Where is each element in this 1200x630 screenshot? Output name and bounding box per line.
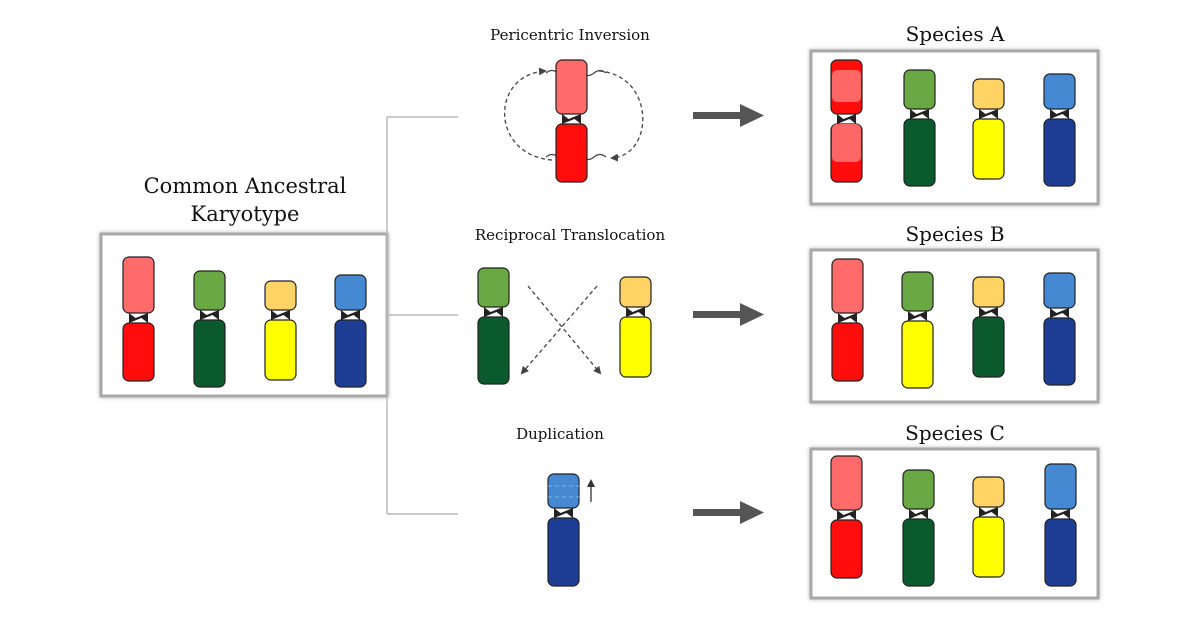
duplication-chromosome (547, 473, 580, 587)
inversion-chromosome-centromere (562, 114, 581, 124)
ancestral-title: Common Ancestral Karyotype (120, 172, 370, 228)
result-arrow-c (693, 501, 764, 524)
species-a-chromosome-2-bottom-arm (903, 118, 936, 187)
inversion-chromosome (555, 59, 588, 183)
species-b-chromosome-2-bottom-arm (901, 320, 934, 389)
duplication-chromosome-top-arm (547, 473, 580, 509)
species-c-chromosome-1 (830, 455, 863, 579)
species-b-chromosome-3 (972, 276, 1005, 378)
ancestral-chromosome-3-bottom-arm (264, 319, 297, 381)
translocation-chromosome-yellow-top-arm (619, 276, 652, 308)
translocation-chromosome-yellow (619, 276, 652, 378)
ancestral-chromosome-1-top-arm (122, 256, 155, 314)
species-b-chromosome-2-top-arm (901, 271, 934, 312)
species-c-chromosome-2-top-arm (902, 469, 935, 510)
translocation-chromosome-green-bottom-arm (477, 316, 510, 385)
species-c-chromosome-2-bottom-arm (902, 518, 935, 587)
species-b-chromosome-1-top-arm (831, 258, 864, 314)
species-c-chromosome-3-centromere (979, 507, 998, 517)
species-b-chromosome-3-centromere (979, 307, 998, 317)
ancestral-title-line2: Karyotype (190, 202, 300, 226)
species-b-chromosome-3-bottom-arm (972, 316, 1005, 378)
species-c-chromosome-3-bottom-arm (972, 516, 1005, 578)
ancestral-chromosome-2-bottom-arm (193, 319, 226, 388)
ancestral-chromosome-3-top-arm (264, 280, 297, 311)
species-c-chromosome-2 (902, 469, 935, 587)
species-c-chromosome-3 (972, 476, 1005, 578)
species-c-chromosome-1-top-arm (830, 455, 863, 511)
species-b-chromosome-2 (901, 271, 934, 389)
species-c-chromosome-2-centromere (909, 509, 928, 519)
species-b-chromosome-3-top-arm (972, 276, 1005, 308)
ancestral-chromosome-4 (334, 274, 367, 388)
duplication-chromosome-bottom-arm (547, 517, 580, 587)
species-c-chromosome-4 (1044, 463, 1077, 587)
species-a-chromosome-4 (1043, 73, 1076, 187)
label-species-a: Species A (905, 22, 1005, 46)
species-a-chromosome-3 (972, 78, 1005, 180)
species-b-chromosome-2-centromere (908, 311, 927, 321)
ancestral-chromosome-4-bottom-arm (334, 319, 367, 388)
ancestral-title-line1: Common Ancestral (143, 174, 347, 198)
label-species-c: Species C (905, 421, 1005, 445)
ancestral-chromosome-1 (122, 256, 155, 382)
ancestral-chromosome-2 (193, 270, 226, 388)
inverted-segment-bottom (832, 124, 861, 162)
species-b-chromosome-4-bottom-arm (1043, 317, 1076, 386)
ancestral-chromosome-4-centromere (341, 310, 360, 320)
species-c-chromosome-4-bottom-arm (1044, 518, 1077, 587)
translocation-cross-arrows (520, 285, 602, 375)
species-b-chromosome-1 (831, 258, 864, 382)
species-c-chromosome-4-top-arm (1044, 463, 1077, 510)
duplication-chromosome-centromere (554, 508, 573, 518)
species-b-chromosome-4-top-arm (1043, 272, 1076, 309)
species-b-chromosome-4 (1043, 272, 1076, 386)
ancestral-chromosome-3-centromere (271, 310, 290, 320)
translocation-chromosome-green-top-arm (477, 267, 510, 308)
species-a-chromosome-3-top-arm (972, 78, 1005, 110)
species-a-chromosome-2-top-arm (903, 69, 936, 110)
species-c-chromosome-4-centromere (1051, 509, 1070, 519)
label-pericentric-inversion: Pericentric Inversion (490, 26, 650, 44)
inversion-chromosome-top-arm (555, 59, 588, 115)
ancestral-chromosome-3 (264, 280, 297, 381)
species-a-chromosome-3-bottom-arm (972, 118, 1005, 180)
translocation-chromosome-green-centromere (484, 307, 503, 317)
duplication-segment-lines (548, 485, 580, 498)
chromosomes-layer (122, 59, 1077, 587)
ancestral-chromosome-1-centromere (129, 313, 148, 323)
species-a-chromosome-4-centromere (1050, 109, 1069, 119)
ancestral-chromosome-2-centromere (200, 310, 219, 320)
species-a-chromosome-4-bottom-arm (1043, 118, 1076, 187)
result-arrow-a (693, 104, 764, 127)
species-b-chromosome-1-bottom-arm (831, 322, 864, 382)
inverted-segment-top (832, 70, 861, 102)
ancestral-chromosome-2-top-arm (193, 270, 226, 311)
translocation-chromosome-yellow-bottom-arm (619, 316, 652, 378)
species-a-chromosome-3-centromere (979, 109, 998, 119)
species-c-chromosome-3-top-arm (972, 476, 1005, 508)
bracket-connector (386, 116, 458, 515)
species-a-chromosome-1-centromere (837, 114, 856, 124)
species-a-chromosome-4-top-arm (1043, 73, 1076, 110)
species-c-chromosome-1-centromere (837, 510, 856, 520)
label-reciprocal-translocation: Reciprocal Translocation (474, 226, 666, 244)
species-a-chromosome-2 (903, 69, 936, 187)
result-arrow-b (693, 303, 764, 326)
label-species-b: Species B (905, 222, 1005, 246)
inversion-dashed-arrows (503, 67, 644, 162)
label-duplication: Duplication (516, 425, 604, 443)
species-a-inverted-segments (832, 70, 861, 162)
translocation-chromosome-green (477, 267, 510, 385)
species-b-chromosome-1-centromere (838, 313, 857, 323)
translocation-chromosome-yellow-centromere (626, 307, 645, 317)
species-a-chromosome-2-centromere (910, 109, 929, 119)
species-b-chromosome-4-centromere (1050, 308, 1069, 318)
species-c-chromosome-1-bottom-arm (830, 519, 863, 579)
inversion-chromosome-bottom-arm (555, 123, 588, 183)
ancestral-chromosome-4-top-arm (334, 274, 367, 311)
ancestral-chromosome-1-bottom-arm (122, 322, 155, 382)
